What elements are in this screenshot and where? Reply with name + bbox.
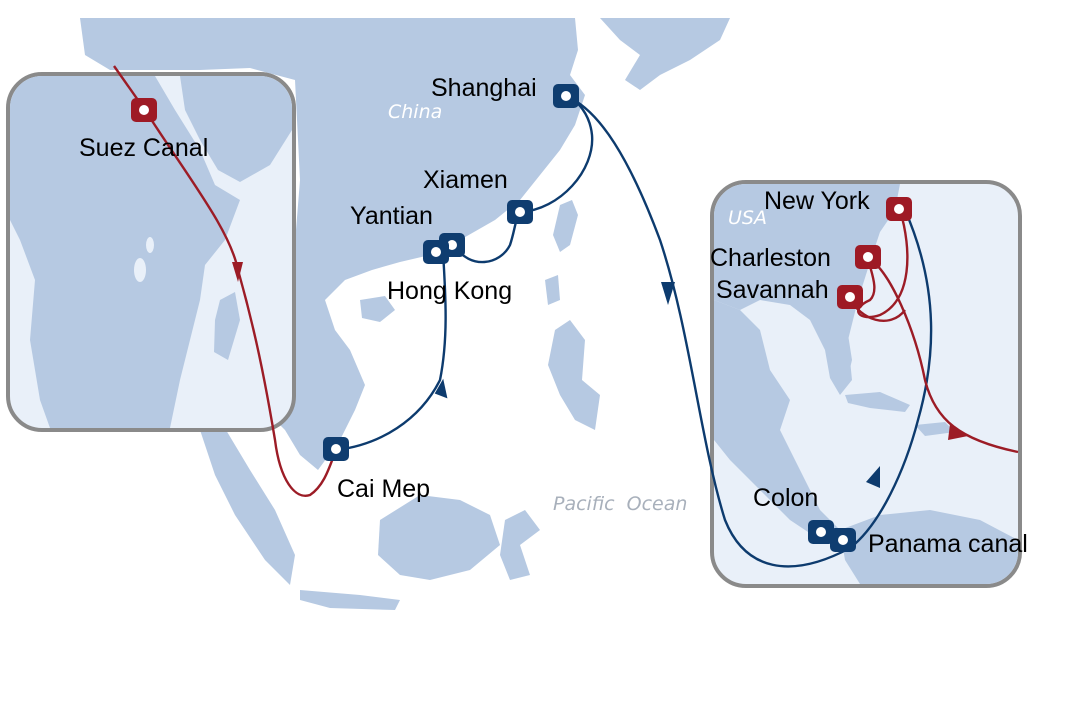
americas-inset [710, 180, 1022, 588]
port-label-xiamen: Xiamen [423, 166, 508, 194]
region-label-usa: USA [728, 207, 767, 229]
port-marker-new-york[interactable] [886, 197, 912, 221]
port-label-panama: Panama canal [868, 530, 1028, 558]
route-shanghai-colon [565, 94, 933, 568]
port-label-suez: Suez Canal [79, 134, 208, 162]
port-marker-panama[interactable] [830, 528, 856, 552]
route-arrow-red-1 [232, 262, 243, 282]
port-marker-xiamen[interactable] [507, 200, 533, 224]
port-label-hong-kong: Hong Kong [387, 277, 512, 305]
route-arrow-red-2 [948, 424, 968, 440]
route-arrow-blue-3 [866, 466, 880, 488]
port-marker-savannah[interactable] [837, 285, 863, 309]
suez-inset [6, 72, 296, 432]
port-label-yantian: Yantian [350, 202, 433, 230]
port-marker-suez[interactable] [131, 98, 157, 122]
route-caimep-hongkong [335, 251, 447, 452]
port-label-new-york: New York [764, 187, 870, 215]
port-label-cai-mep: Cai Mep [337, 475, 430, 503]
route-arrow-blue-2 [661, 282, 675, 305]
region-label-china: China [388, 101, 442, 123]
port-label-colon: Colon [753, 484, 818, 512]
asia-landmass [80, 18, 730, 610]
route-xiamen-shanghai [519, 94, 594, 214]
port-label-charleston: Charleston [710, 244, 831, 272]
port-label-savannah: Savannah [716, 276, 829, 304]
port-marker-yantian[interactable] [423, 240, 449, 264]
route-arrow-blue-1 [434, 378, 448, 399]
port-label-shanghai: Shanghai [431, 74, 537, 102]
port-marker-cai-mep[interactable] [323, 437, 349, 461]
port-marker-charleston[interactable] [855, 245, 881, 269]
port-marker-colon[interactable] [808, 520, 834, 544]
port-marker-shanghai[interactable] [553, 84, 579, 108]
route-suez-caimep [113, 65, 338, 497]
ocean-label-pacific: Pacific Ocean [553, 493, 687, 515]
